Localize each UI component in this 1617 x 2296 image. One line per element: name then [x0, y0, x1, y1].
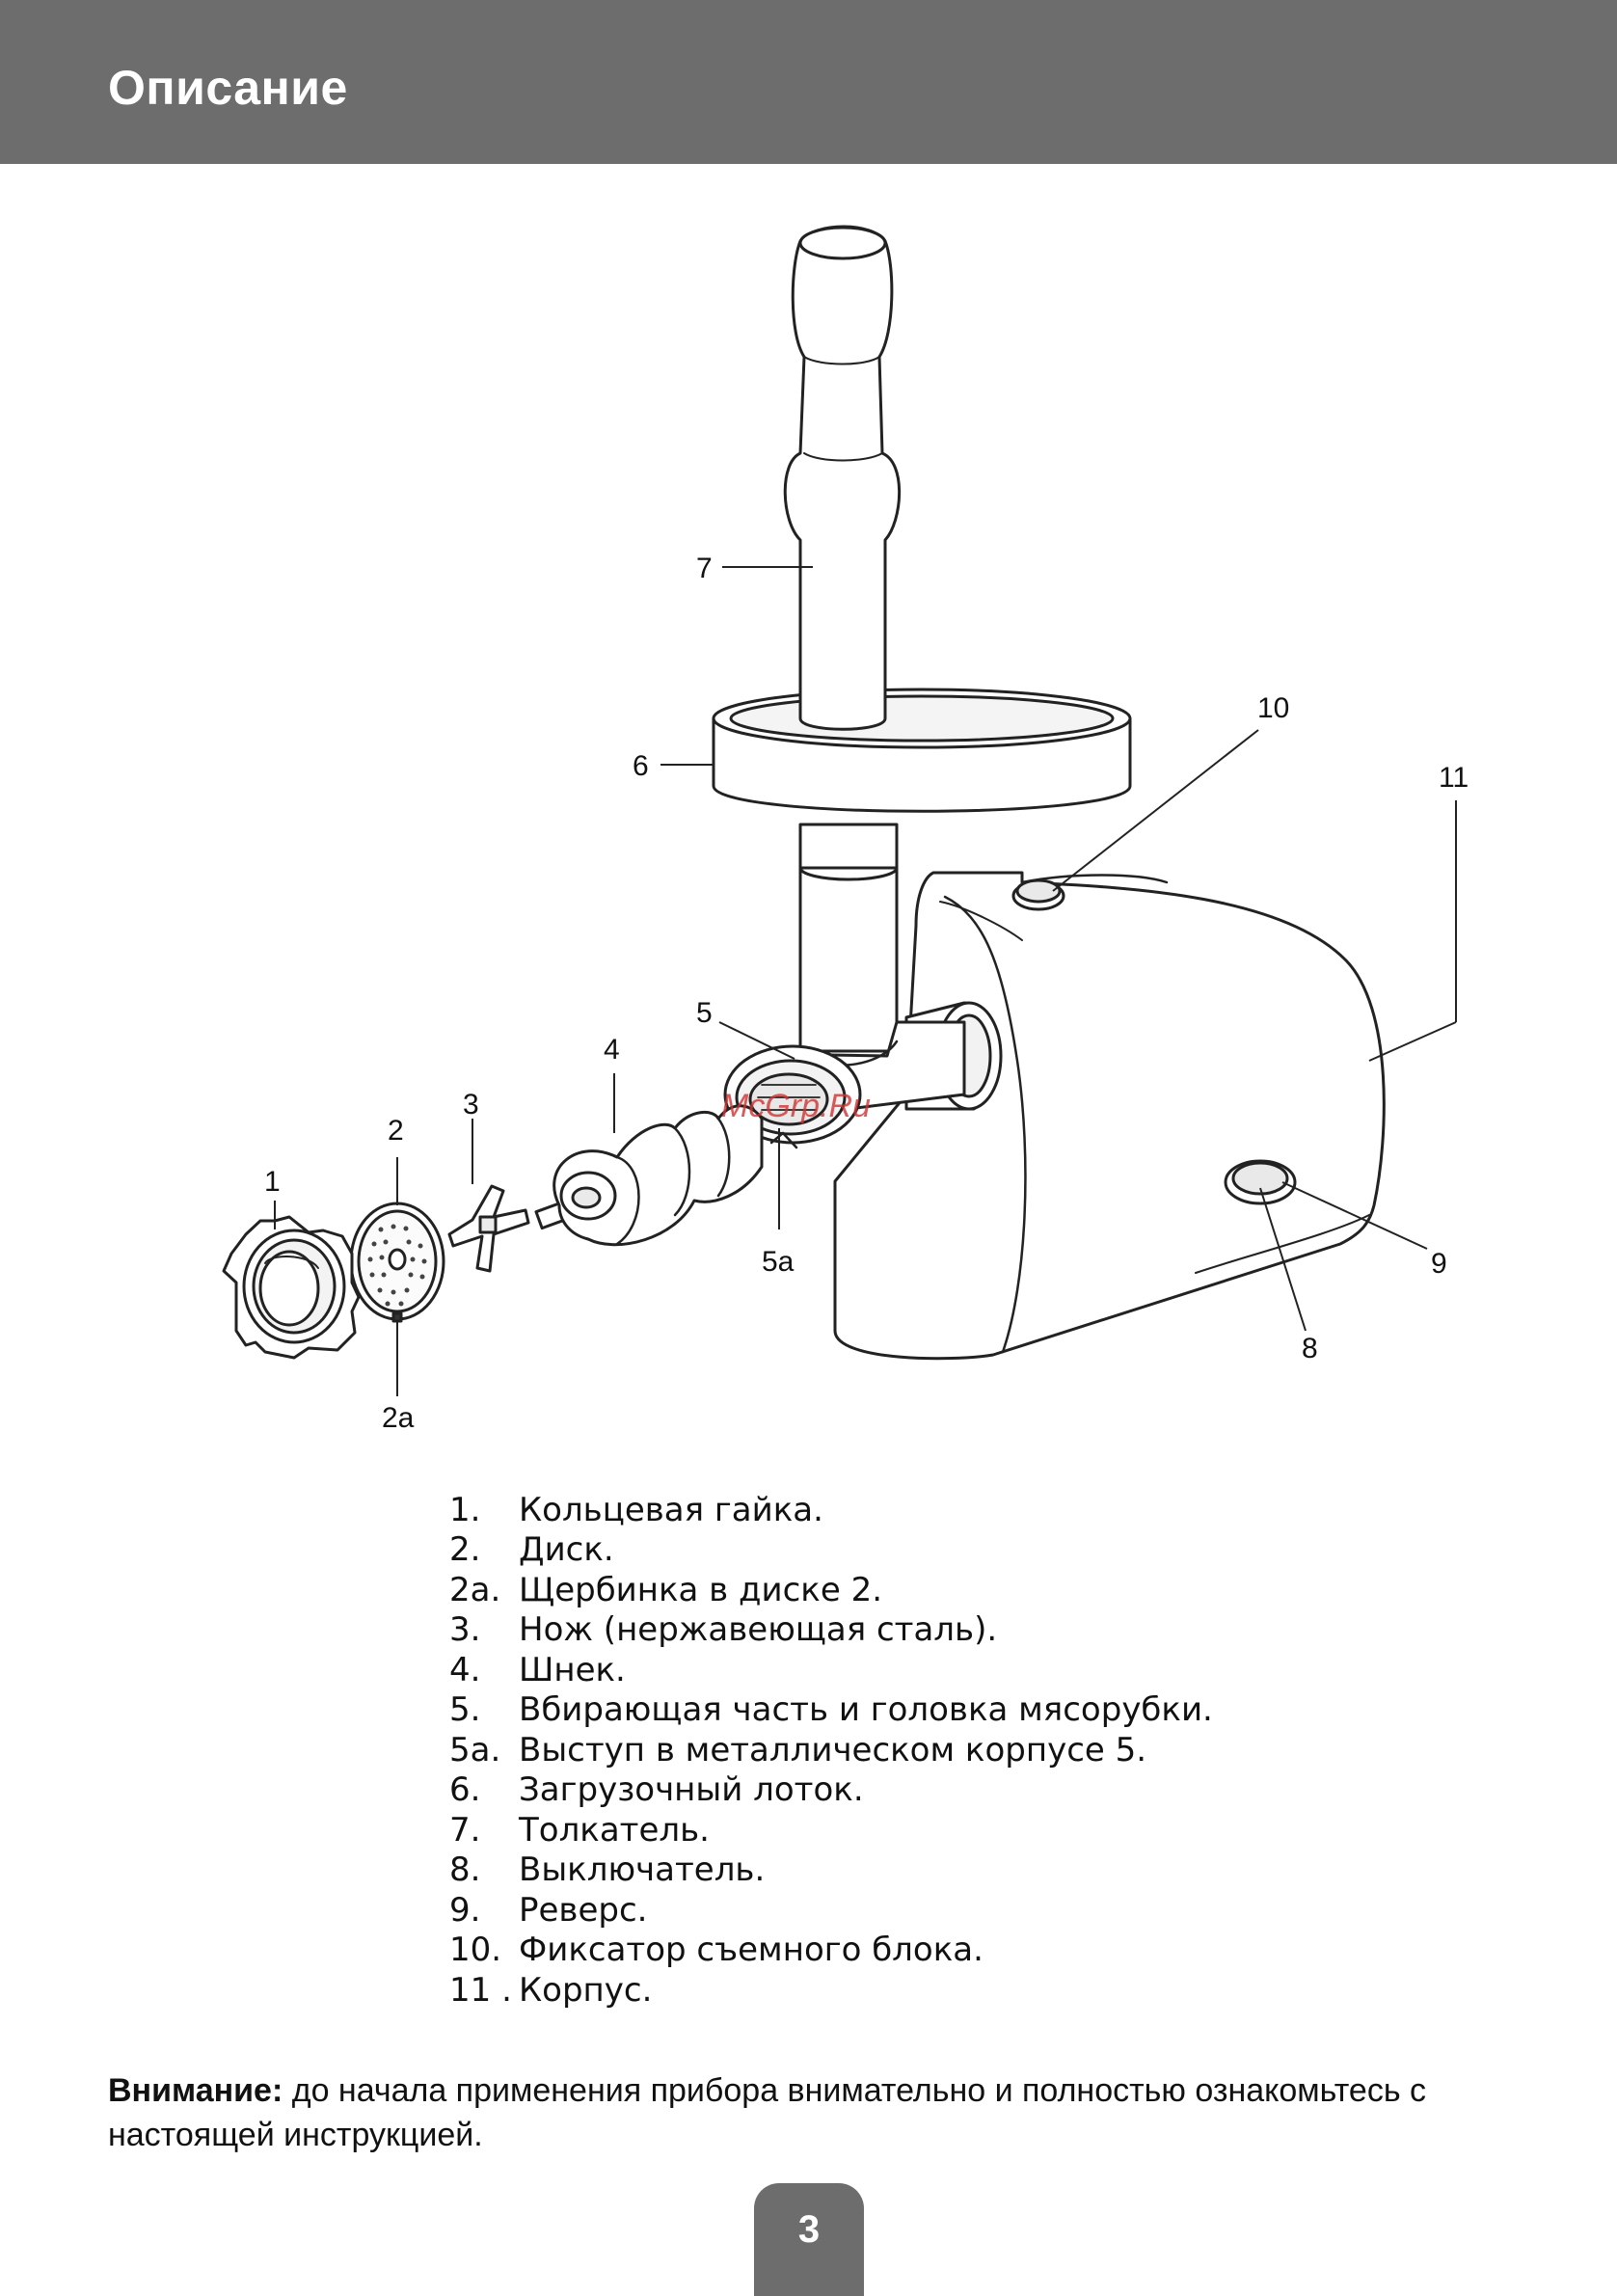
- callout-5: 5: [696, 997, 713, 1029]
- legend-text: Загрузочный лоток.: [519, 1770, 864, 1810]
- legend-item: 11 .Корпус.: [449, 1970, 1414, 2011]
- legend-number: 5a.: [449, 1730, 501, 1769]
- callout-5a: 5a: [762, 1246, 795, 1278]
- legend-number: 5.: [449, 1690, 481, 1730]
- page-number: 3: [797, 2208, 821, 2251]
- legend-text: Диск.: [519, 1530, 614, 1570]
- legend-item: 3. Нож (нержавеющая сталь).: [449, 1610, 1414, 1651]
- legend-number: 8.: [449, 1850, 481, 1890]
- legend-number: 6.: [449, 1770, 481, 1810]
- callout-11: 11: [1439, 762, 1469, 794]
- callout-2: 2: [388, 1115, 404, 1147]
- notice-label: Внимание:: [108, 2072, 283, 2109]
- callout-lines: [274, 566, 1457, 1396]
- callout-10: 10: [1257, 692, 1289, 724]
- legend-item: 2. Диск.: [449, 1530, 1414, 1571]
- callout-3: 3: [463, 1089, 479, 1121]
- feed-tray-part: [712, 688, 1132, 870]
- legend-item: 5. Вбирающая часть и головка мясорубки.: [449, 1690, 1414, 1731]
- disc-part: [349, 1202, 445, 1323]
- legend-text: Выключатель.: [519, 1850, 766, 1890]
- parts-legend: 1. Кольцевая гайка. 2. Диск. 2a. Щербинка в…: [449, 1490, 1414, 2011]
- legend-number: 4.: [449, 1650, 481, 1689]
- page-number-tab: 3: [754, 2183, 864, 2296]
- legend-number: 1.: [449, 1490, 481, 1529]
- legend-item: 7. Толкатель.: [449, 1810, 1414, 1850]
- watermark: McGrp.Ru: [721, 1088, 871, 1124]
- callout-6: 6: [633, 750, 649, 782]
- legend-item: 6. Загрузочный лоток.: [449, 1770, 1414, 1811]
- page-header: Описание: [0, 0, 1617, 164]
- legend-text: Нож (нержавеющая сталь).: [519, 1610, 998, 1650]
- callout-2a: 2a: [382, 1402, 415, 1434]
- switch-part: [1224, 1159, 1297, 1205]
- attention-notice: Внимание: до начала применения прибора в…: [108, 2068, 1535, 2157]
- legend-item: 10. Фиксатор съемного блока.: [449, 1931, 1414, 1971]
- legend-number: 11 .: [449, 1970, 512, 2010]
- pusher-part: [783, 225, 902, 731]
- legend-item: 5a. Выступ в металлическом корпусе 5.: [449, 1730, 1414, 1770]
- legend-text: Фиксатор съемного блока.: [519, 1931, 984, 1970]
- callout-4: 4: [604, 1034, 620, 1066]
- legend-text: Щербинка в диске 2.: [519, 1570, 883, 1609]
- callout-labels: 1 2 2a 3 4 5 5a 6 7 8 9 10 11: [264, 553, 1469, 1434]
- legend-number: 2.: [449, 1530, 481, 1570]
- callout-1: 1: [264, 1166, 281, 1198]
- housing-part: [833, 871, 1386, 1361]
- legend-item: 2a. Щербинка в диске 2.: [449, 1570, 1414, 1610]
- legend-text: Кольцевая гайка.: [519, 1490, 823, 1529]
- legend-number: 3.: [449, 1610, 481, 1650]
- meat-grinder-diagram: 1 2 2a 3 4 5 5a 6 7 8 9 10 11 McGrp.Ru: [0, 164, 1617, 1446]
- legend-text: Толкатель.: [519, 1810, 710, 1850]
- knife-part: [447, 1184, 530, 1273]
- callout-9: 9: [1431, 1248, 1447, 1280]
- legend-number: 2a.: [449, 1570, 501, 1609]
- lock-button-part: [1011, 878, 1065, 911]
- legend-number: 10.: [449, 1931, 502, 1970]
- legend-item: 8. Выключатель.: [449, 1850, 1414, 1891]
- callout-7: 7: [696, 553, 713, 584]
- legend-text: Вбирающая часть и головка мясорубки.: [519, 1690, 1213, 1730]
- legend-text: Реверс.: [519, 1890, 648, 1930]
- legend-number: 9.: [449, 1890, 481, 1930]
- legend-item: 1. Кольцевая гайка.: [449, 1490, 1414, 1530]
- notice-text: до начала применения прибора внимательно…: [108, 2072, 1426, 2153]
- legend-item: 4. Шнек.: [449, 1650, 1414, 1690]
- legend-text: Шнек.: [519, 1650, 626, 1689]
- ring-nut-part: [222, 1215, 361, 1360]
- legend-number: 7.: [449, 1810, 481, 1850]
- page-title: Описание: [108, 61, 348, 115]
- legend-text: Выступ в металлическом корпусе 5.: [519, 1730, 1147, 1769]
- auger-part: [534, 1104, 764, 1247]
- legend-item: 9. Реверс.: [449, 1890, 1414, 1931]
- exploded-view-illustration: 1 2 2a 3 4 5 5a 6 7 8 9 10 11 McGrp.Ru: [222, 225, 1469, 1434]
- legend-text: Корпус.: [519, 1970, 653, 2010]
- callout-8: 8: [1302, 1333, 1318, 1364]
